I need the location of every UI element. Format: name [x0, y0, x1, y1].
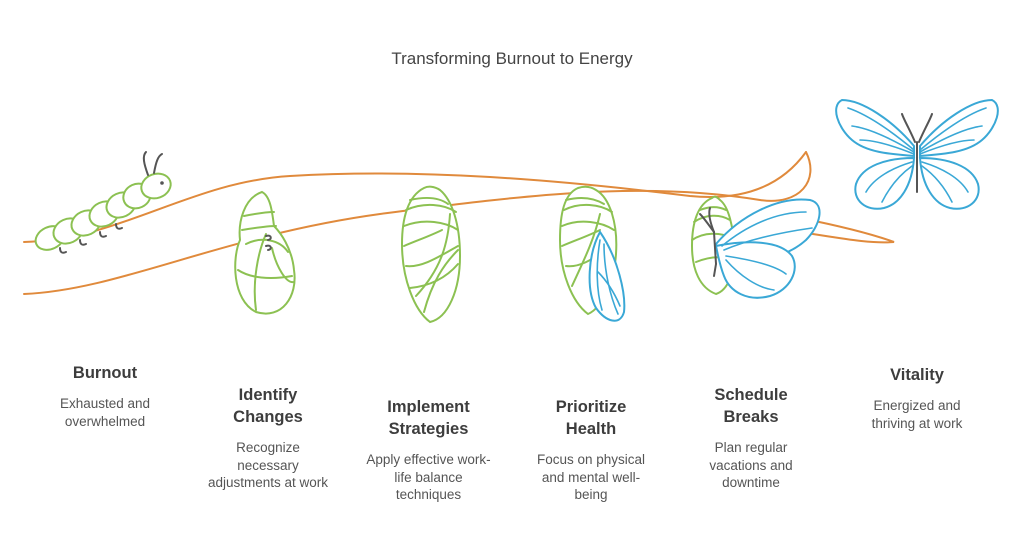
stage-title: Prioritize Health [555, 398, 627, 438]
stage-description: Recognize necessary adjustments at work [207, 440, 329, 490]
emerging-wing-icon [558, 185, 626, 322]
metamorphosis-illustration [23, 98, 999, 324]
stage-title: Vitality [890, 366, 944, 384]
branch-icon [23, 151, 895, 295]
stage-identify-changes: Identify Changes Recognize necessary adj… [193, 384, 343, 492]
stage-description: Exhausted and overwhelmed [59, 396, 151, 429]
emerging-butterfly-icon [690, 195, 821, 299]
stage-burnout: Burnout Exhausted and overwhelmed [35, 362, 175, 430]
stage-title: Identify Changes [233, 386, 303, 426]
stage-prioritize-health: Prioritize Health Focus on physical and … [521, 396, 661, 504]
diagram-title: Transforming Burnout to Energy [391, 49, 633, 68]
stage-description: Plan regular vacations and downtime [709, 440, 793, 490]
stage-title: Schedule Breaks [714, 386, 788, 426]
caterpillar-icon [34, 151, 172, 254]
chrysalis-icon [400, 185, 462, 324]
stage-schedule-breaks: Schedule Breaks Plan regular vacations a… [681, 384, 821, 492]
pupa-icon [234, 190, 296, 315]
butterfly-icon [835, 98, 999, 210]
stage-description: Apply effective work- life balance techn… [366, 452, 491, 502]
stage-vitality: Vitality Energized and thriving at work [847, 364, 987, 432]
stage-description: Energized and thriving at work [871, 398, 963, 431]
stage-implement-strategies: Implement Strategies Apply effective wor… [356, 396, 501, 504]
stage-title: Implement Strategies [387, 398, 470, 438]
stage-description: Focus on physical and mental well- being [536, 452, 646, 502]
stage-title: Burnout [72, 364, 138, 382]
pupa-hook-icon [265, 234, 272, 251]
